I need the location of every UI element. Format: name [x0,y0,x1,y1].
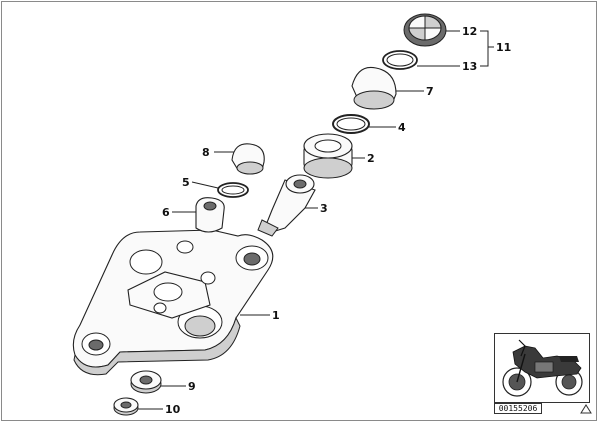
callout-11: 11 [494,40,514,55]
callout-label-background [318,201,330,216]
svg-text:2: 2 [367,152,375,165]
callout-8: 8 [200,145,212,160]
callout-label-background [494,40,514,55]
callout-4: 4 [396,120,408,135]
svg-text:5: 5 [182,176,190,189]
callout-label-background [270,308,282,323]
callout-6: 6 [160,205,172,220]
svg-text:13: 13 [462,60,477,73]
callout-label-background [424,84,436,99]
part-1-fork-bridge[interactable] [72,229,274,376]
callout-12: 12 [460,24,480,39]
callout-label-background [180,175,192,190]
callout-label-background [200,145,212,160]
callout-3: 3 [318,201,330,216]
svg-text:9: 9 [188,380,196,393]
callout-9: 9 [186,379,198,394]
part-6-sleeve[interactable] [172,197,225,233]
part-9-nut[interactable] [130,370,186,394]
svg-text:6: 6 [162,206,170,219]
motorcycle-thumbnail [494,333,590,403]
callout-label-background [396,120,408,135]
part-10-small-nut[interactable] [113,397,164,416]
part-7-cap[interactable] [351,66,424,110]
svg-text:10: 10 [165,403,181,416]
svg-text:7: 7 [426,85,434,98]
catalog-number: 00155206 [494,403,542,414]
callout-13: 13 [460,59,480,74]
svg-text:8: 8 [202,146,210,159]
callout-5: 5 [180,175,192,190]
callout-label-background [460,59,480,74]
svg-text:11: 11 [496,41,511,54]
part-5-small-ring[interactable] [191,181,249,198]
callout-2: 2 [365,151,377,166]
callout-label-background [160,205,172,220]
callout-label-background [365,151,377,166]
motorcycle-silhouette-icon [502,339,583,397]
svg-text:3: 3 [320,202,328,215]
callout-7: 7 [424,84,436,99]
triangle-marker-icon [580,404,592,414]
svg-text:4: 4 [398,121,406,134]
part-8-small-cap[interactable] [214,143,265,175]
callout-label-background [163,402,183,417]
svg-text:1: 1 [272,309,280,322]
callout-label-background [186,379,198,394]
part-3-stem-bolt[interactable] [257,174,318,237]
part-2-bearing[interactable] [303,133,366,179]
part-4-circlip[interactable] [332,114,396,134]
part-12-badge-cap[interactable] [403,13,460,47]
svg-text:12: 12 [462,25,477,38]
callout-10: 10 [163,402,183,417]
callout-label-background [460,24,480,39]
part-13-seal-ring[interactable] [382,50,460,70]
callout-1: 1 [270,308,282,323]
group-bracket-11 [480,30,494,67]
